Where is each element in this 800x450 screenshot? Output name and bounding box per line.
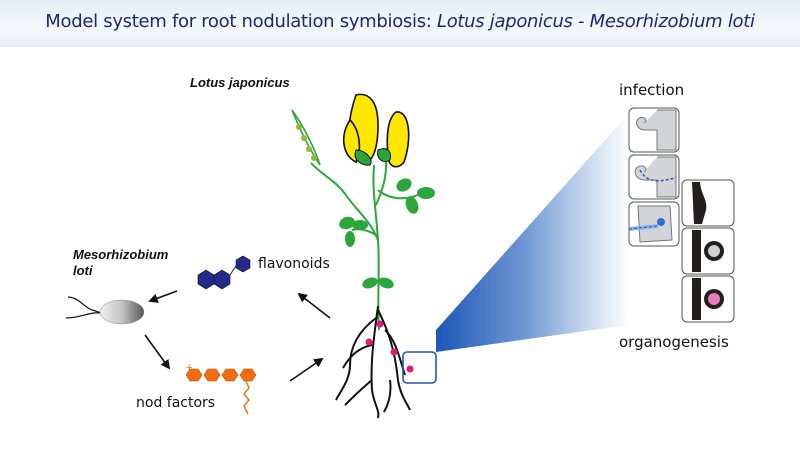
flower-icon — [343, 93, 410, 168]
organogenesis-label: organogenesis — [619, 333, 729, 351]
arrow-bacterium-to-nodfactor — [144, 334, 171, 370]
zoom-wedge — [436, 112, 630, 352]
header-banner: Model system for root nodulation symbios… — [0, 0, 800, 47]
flavonoid-molecule-icon — [197, 255, 251, 290]
bacterium-label-line1: Mesorhizobium — [73, 247, 169, 262]
arrow-nodfactor-to-plant — [289, 357, 324, 382]
svg-text:+: + — [186, 362, 192, 374]
organogenesis-panels — [681, 179, 735, 323]
zoom-region-box — [402, 351, 437, 384]
infection-panels — [628, 107, 680, 247]
trifoliate-leaf-icon — [339, 178, 435, 289]
infection-label: infection — [619, 81, 685, 99]
organogenesis-panel-mature — [681, 275, 735, 323]
plant-label: Lotus japonicus — [190, 75, 290, 90]
infection-panel-thread — [628, 154, 680, 200]
lotus-plant-illustration — [291, 93, 437, 419]
bacterium-label-line2: loti — [73, 263, 93, 278]
page-title: Model system for root nodulation symbios… — [0, 11, 800, 32]
infection-panel-curled-hair — [628, 107, 680, 153]
root-system-icon — [335, 305, 411, 419]
organogenesis-panel-primordium — [681, 179, 735, 227]
root-nodule-icon — [365, 320, 414, 373]
arrow-plant-to-flavonoid — [297, 292, 331, 319]
nod-factor-molecule-icon: + — [185, 362, 257, 415]
nod-factors-label: nod factors — [136, 395, 216, 411]
seed-pod-icon — [291, 109, 321, 166]
flavonoids-label: flavonoids — [258, 256, 330, 272]
bacterium-icon — [65, 296, 145, 325]
title-plain: Model system for root nodulation symbios… — [45, 11, 437, 32]
title-italic: Lotus japonicus - Mesorhizobium loti — [436, 11, 755, 32]
arrow-flavonoid-to-bacterium — [148, 290, 178, 303]
organogenesis-panel-immature — [681, 227, 735, 275]
infection-panel-cortical-cell — [628, 201, 680, 247]
